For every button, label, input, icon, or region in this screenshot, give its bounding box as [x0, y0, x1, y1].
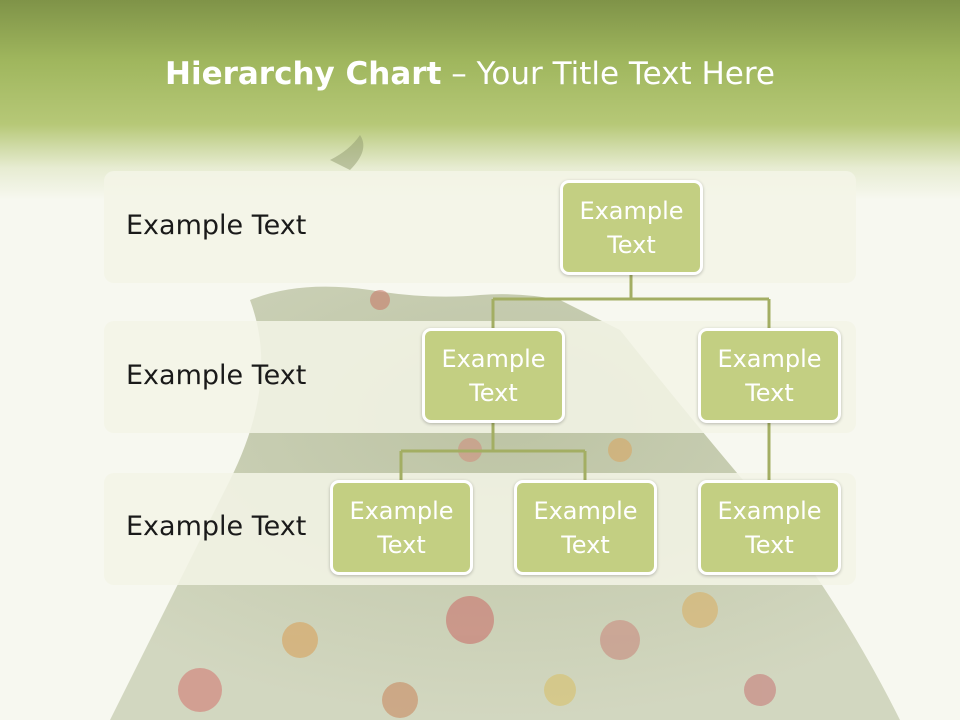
node-level3-c-label: Example Text	[717, 496, 822, 559]
node-level3-a-label: Example Text	[349, 496, 454, 559]
node-level3-b-label: Example Text	[533, 496, 638, 559]
node-level2-left: Example Text	[422, 328, 565, 423]
slide-title-rest: Your Title Text Here	[476, 56, 775, 92]
row-label-1: Example Text	[126, 210, 307, 241]
node-level2-right: Example Text	[698, 328, 841, 423]
row-label-3: Example Text	[126, 511, 307, 542]
node-level3-b: Example Text	[514, 480, 657, 575]
node-level2-left-label: Example Text	[441, 344, 546, 407]
node-level3-c: Example Text	[698, 480, 841, 575]
node-level2-right-label: Example Text	[717, 344, 822, 407]
node-level3-a: Example Text	[330, 480, 473, 575]
slide-title-bold: Hierarchy Chart	[165, 56, 442, 92]
slide-title-separator: –	[441, 56, 477, 92]
node-root: Example Text	[560, 180, 703, 275]
title-header-band	[0, 0, 960, 200]
row-label-2: Example Text	[126, 360, 307, 391]
row-band-1	[104, 171, 856, 283]
node-root-label: Example Text	[579, 196, 684, 259]
slide-title: Hierarchy Chart – Your Title Text Here	[0, 56, 940, 92]
